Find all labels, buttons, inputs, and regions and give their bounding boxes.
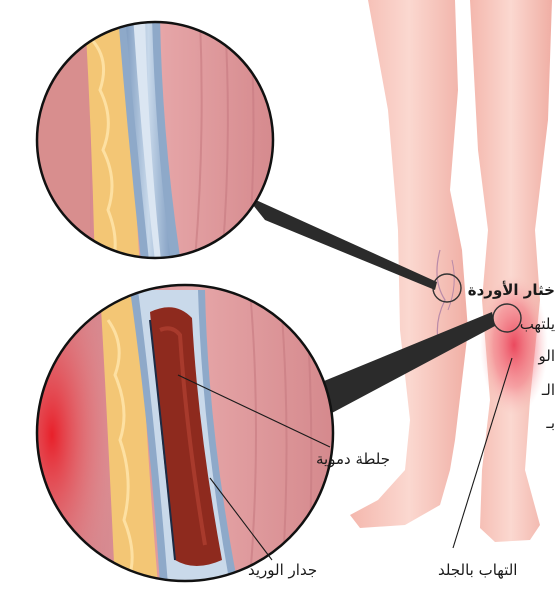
side-line-2: الو xyxy=(539,347,555,365)
side-line-1: يلتهب xyxy=(520,315,555,333)
normal-vein-magnified xyxy=(30,15,290,275)
blood-clot-label: جلطة دموية xyxy=(316,450,390,468)
vein-wall-label: جدار الوريد xyxy=(248,561,317,579)
side-title: خثار الأوردة xyxy=(468,281,555,299)
side-line-4: بـ xyxy=(546,414,555,432)
side-line-3: الـ xyxy=(542,381,555,399)
skin-inflammation-label: التهاب بالجلد xyxy=(438,561,517,579)
